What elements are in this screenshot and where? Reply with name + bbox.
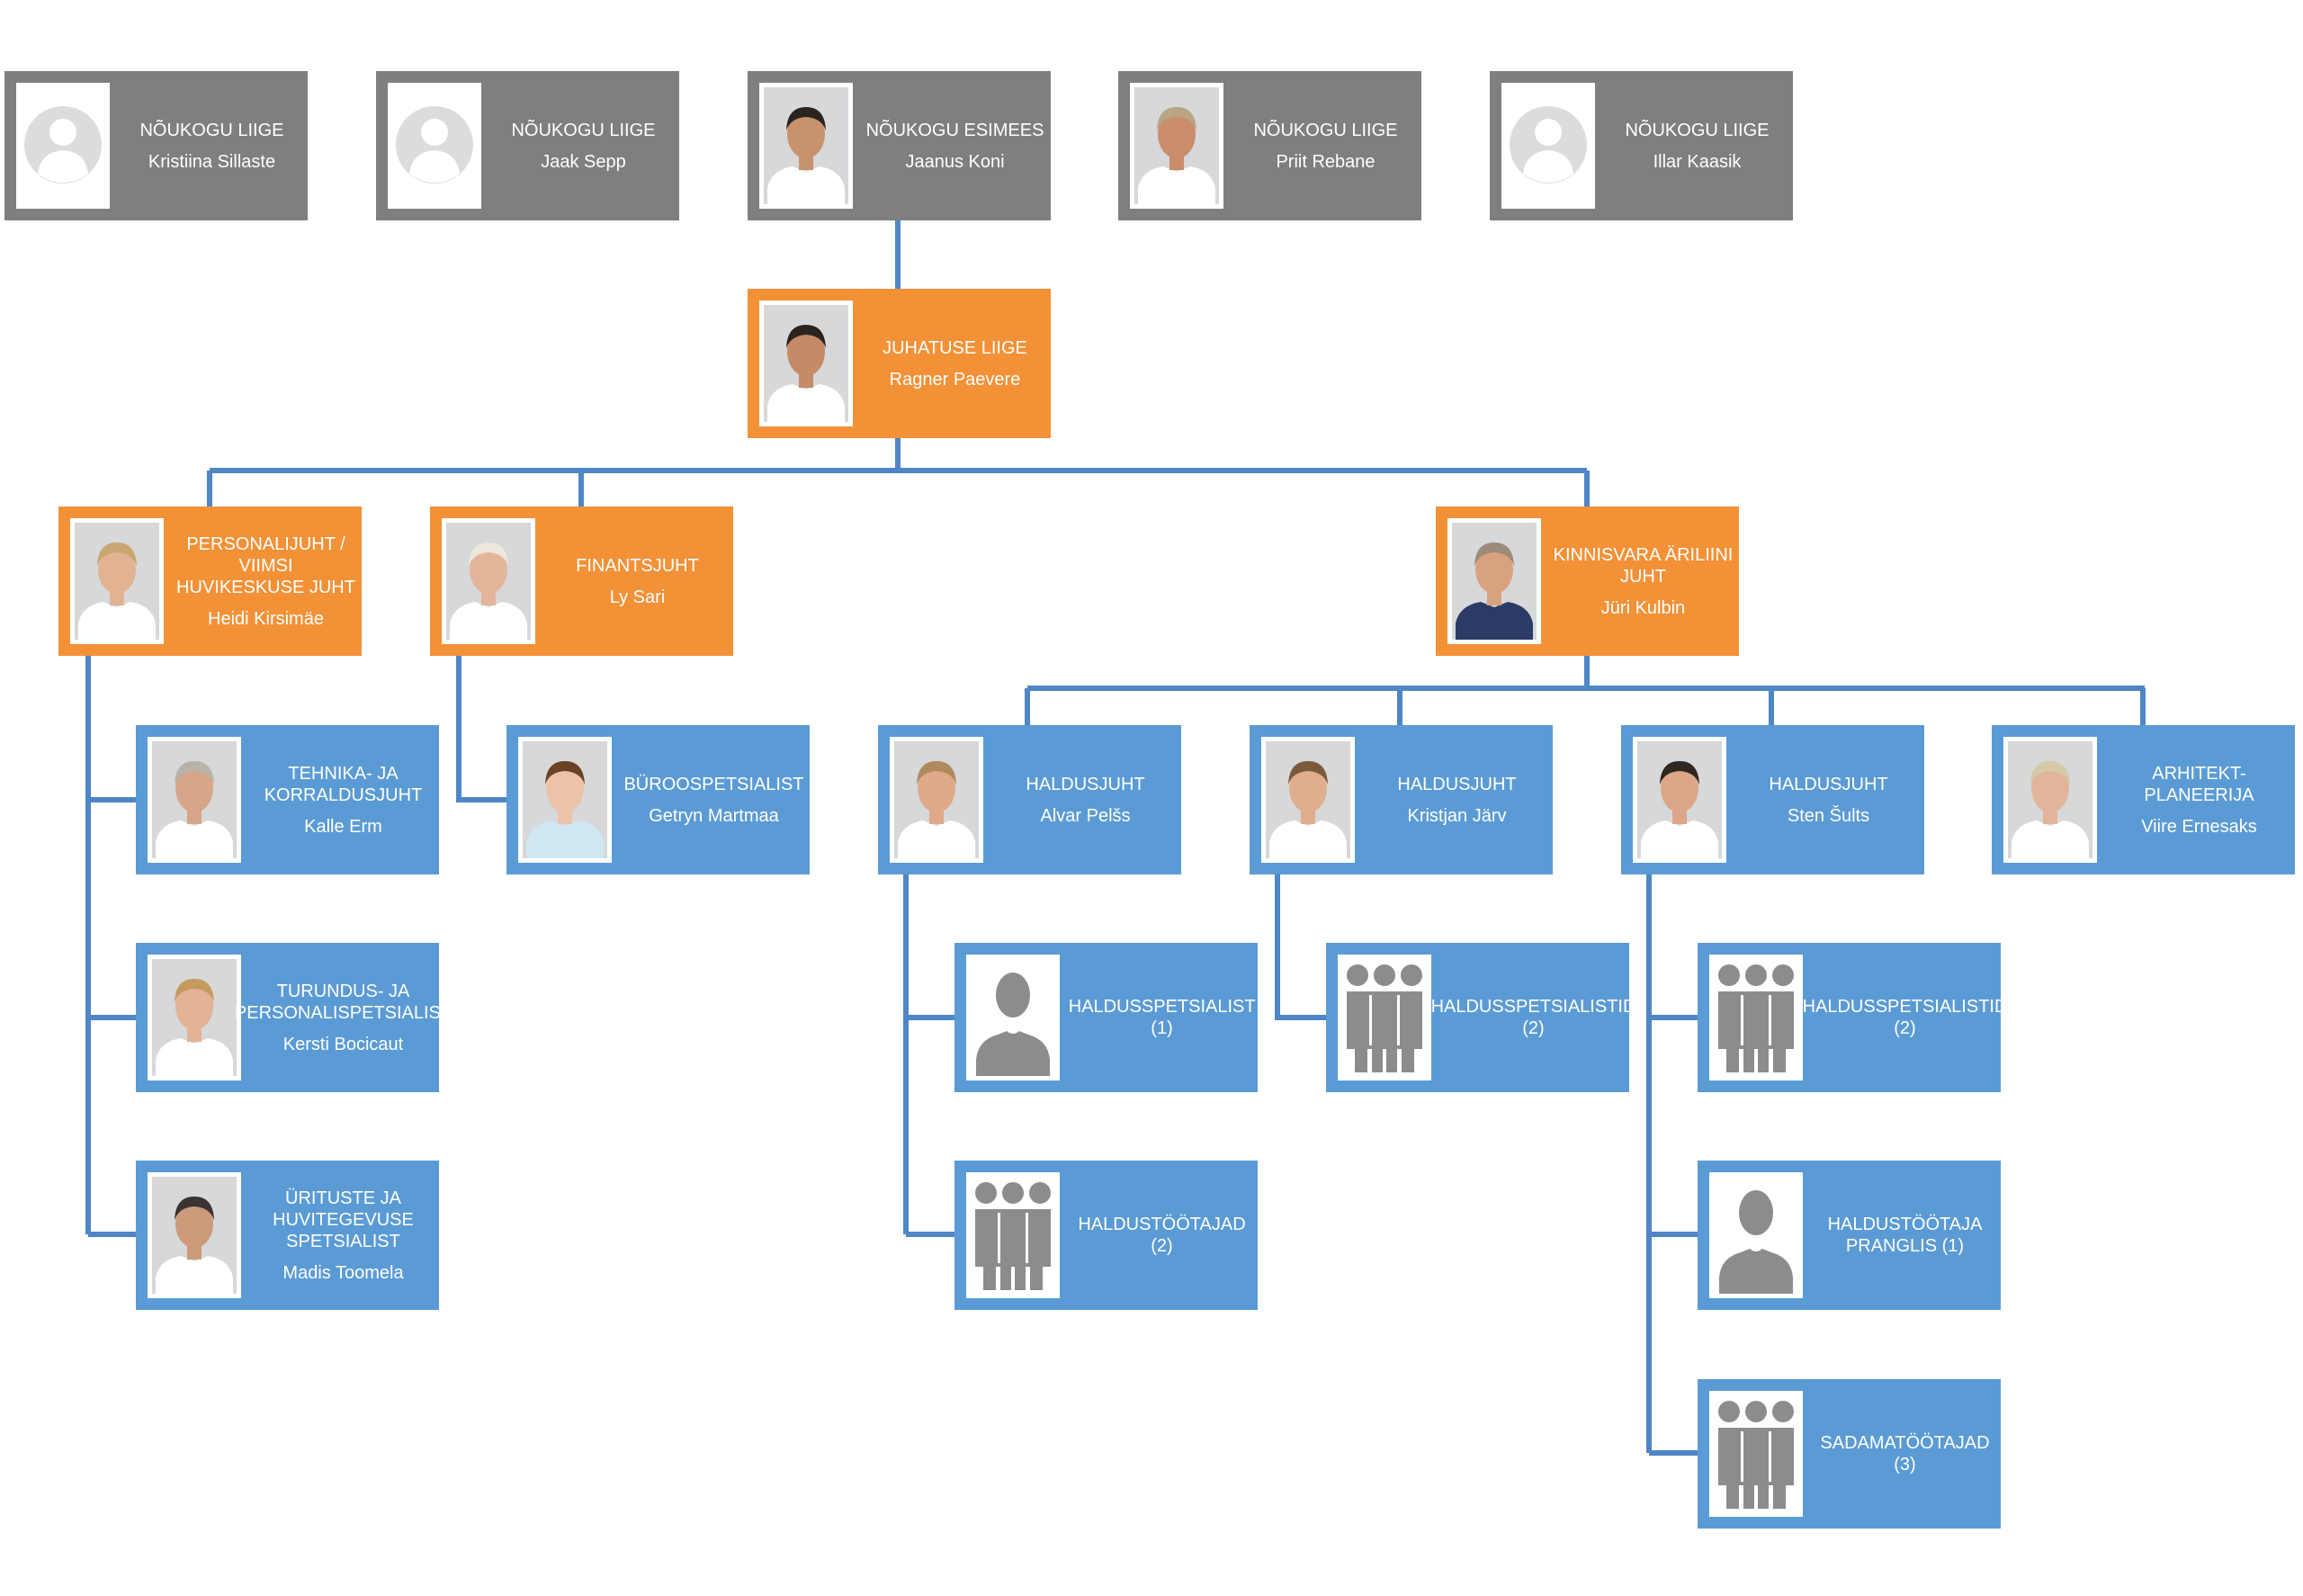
- board-chair-card: NÕUKOGU ESIMEES Jaanus Koni: [748, 71, 1051, 220]
- board-member-card: NÕUKOGU LIIGE Jaak Sepp: [376, 71, 679, 220]
- person-photo: [1261, 737, 1355, 863]
- staff-group-card: HALDUSSPETSIALIST (1): [954, 943, 1258, 1092]
- board-member-card: NÕUKOGU LIIGE Illar Kaasik: [1490, 71, 1793, 220]
- person-photo: [1633, 737, 1726, 863]
- card-name: Jaak Sepp: [541, 151, 626, 172]
- group-silhouette-icon: [966, 1172, 1060, 1298]
- card-title: PERSONALIJUHT / VIIMSI HUVIKESKUSE JUHT: [176, 533, 355, 597]
- card-title: ÜRITUSTE JA HUVITEGEVUSE SPETSIALIST: [273, 1188, 414, 1251]
- card-title: SADAMATÖÖTAJAD (3): [1820, 1433, 1990, 1475]
- person-photo: [70, 518, 164, 644]
- connector-line: [1646, 874, 1698, 1456]
- person-photo: [518, 737, 612, 863]
- connector-line: [1275, 874, 1326, 1020]
- property-manager-card: HALDUSJUHT Sten Šults: [1621, 725, 1924, 874]
- staff-card: TEHNIKA- JA KORRALDUSJUHT Kalle Erm: [136, 725, 439, 874]
- card-title: HALDUSTÖÖTAJAD (2): [1078, 1215, 1246, 1256]
- card-title: FINANTSJUHT: [576, 555, 699, 576]
- person-silhouette-icon: [966, 955, 1060, 1080]
- property-manager-card: HALDUSJUHT Alvar Pelšs: [878, 725, 1181, 874]
- card-title: ARHITEKT-PLANEERIJA: [2144, 763, 2254, 805]
- card-title: NÕUKOGU ESIMEES: [865, 120, 1044, 140]
- card-name: Kersti Bocicaut: [282, 1034, 404, 1054]
- connector-line: [903, 874, 954, 1237]
- card-name: Madis Toomela: [282, 1262, 404, 1283]
- finance-manager-card: FINANTSJUHT Ly Sari: [430, 507, 733, 656]
- person-photo: [148, 955, 241, 1080]
- person-photo: [759, 83, 853, 209]
- card-name: Jüri Kulbin: [1600, 597, 1686, 618]
- card-name: Illar Kaasik: [1653, 151, 1742, 172]
- card-name: Sten Šults: [1787, 805, 1870, 826]
- staff-card: TURUNDUS- JA PERSONALISPETSIALIST Kersti …: [136, 943, 452, 1092]
- staff-group-card: HALDUSTÖÖTAJAD (2): [954, 1161, 1258, 1310]
- card-title: BÜROOSPETSIALIST: [623, 774, 804, 794]
- person-photo: [442, 518, 535, 644]
- connector-line: [1025, 656, 2146, 725]
- card-title: HALDUSJUHT: [1769, 774, 1888, 794]
- avatar-placeholder-icon: [16, 83, 110, 209]
- person-photo: [1130, 83, 1223, 209]
- real-estate-manager-card: KINNISVARA ÄRILIINI JUHT Jüri Kulbin: [1436, 507, 1739, 656]
- person-photo: [2003, 737, 2097, 863]
- card-name: Kristjan Järv: [1407, 805, 1507, 826]
- card-name: Kristiina Sillaste: [148, 151, 276, 172]
- staff-group-card: HALDUSTÖÖTAJA PRANGLIS (1): [1698, 1161, 2001, 1310]
- card-title: NÕUKOGU LIIGE: [511, 120, 656, 140]
- staff-group-card: SADAMATÖÖTAJAD (3): [1698, 1379, 2001, 1529]
- card-title: JUHATUSE LIIGE: [883, 337, 1027, 358]
- card-title: NÕUKOGU LIIGE: [1625, 120, 1770, 140]
- staff-card: BÜROOSPETSIALIST Getryn Martmaa: [506, 725, 810, 874]
- architect-card: ARHITEKT-PLANEERIJA Viire Ernesaks: [1992, 725, 2295, 874]
- connector-line: [456, 656, 506, 802]
- card-title: NÕUKOGU LIIGE: [1253, 120, 1398, 140]
- card-name: Priit Rebane: [1276, 151, 1376, 172]
- card-title: HALDUSTÖÖTAJA PRANGLIS (1): [1827, 1215, 1983, 1256]
- property-manager-card: HALDUSJUHT Kristjan Järv: [1250, 725, 1553, 874]
- card-title: KINNISVARA ÄRILIINI JUHT: [1553, 544, 1734, 587]
- connector-line: [85, 656, 136, 1237]
- group-silhouette-icon: [1338, 955, 1431, 1080]
- staff-card: ÜRITUSTE JA HUVITEGEVUSE SPETSIALIST Madi…: [136, 1161, 439, 1310]
- card-name: Kalle Erm: [304, 816, 382, 837]
- group-silhouette-icon: [1709, 1391, 1803, 1517]
- card-title: HALDUSJUHT: [1397, 774, 1517, 794]
- card-title: HALDUSSPETSIALISTID (2): [1802, 997, 2008, 1038]
- person-photo: [148, 1172, 241, 1298]
- staff-group-card: HALDUSSPETSIALISTID (2): [1698, 943, 2007, 1092]
- card-title: TURUNDUS- JA PERSONALISPETSIALIST: [234, 981, 453, 1023]
- group-silhouette-icon: [1709, 955, 1803, 1080]
- person-photo: [1447, 518, 1541, 644]
- staff-group-card: HALDUSSPETSIALISTID (2): [1326, 943, 1635, 1092]
- connector-line: [207, 438, 1590, 507]
- avatar-placeholder-icon: [388, 83, 481, 209]
- card-name: Getryn Martmaa: [649, 805, 779, 826]
- avatar-placeholder-icon: [1501, 83, 1595, 209]
- card-title: TEHNIKA- JA KORRALDUSJUHT: [264, 763, 423, 805]
- card-name: Viire Ernesaks: [2141, 816, 2257, 837]
- card-title: HALDUSSPETSIALISTID (2): [1430, 997, 1636, 1038]
- person-silhouette-icon: [1709, 1172, 1803, 1298]
- card-title: HALDUSJUHT: [1026, 774, 1145, 794]
- card-name: Ragner Paevere: [889, 369, 1021, 390]
- board-member-card: NÕUKOGU LIIGE Priit Rebane: [1118, 71, 1421, 220]
- person-photo: [759, 300, 853, 426]
- card-name: Heidi Kirsimäe: [208, 608, 324, 629]
- card-name: Ly Sari: [609, 587, 666, 607]
- board-member-card: NÕUKOGU LIIGE Kristiina Sillaste: [4, 71, 308, 220]
- person-photo: [890, 737, 983, 863]
- person-photo: [148, 737, 241, 863]
- card-name: Alvar Pelšs: [1040, 805, 1131, 826]
- board-executive-card: JUHATUSE LIIGE Ragner Paevere: [748, 289, 1051, 438]
- card-title: NÕUKOGU LIIGE: [139, 120, 284, 140]
- hr-manager-card: PERSONALIJUHT / VIIMSI HUVIKESKUSE JUHT H…: [58, 507, 362, 656]
- card-name: Jaanus Koni: [905, 151, 1005, 172]
- card-title: HALDUSSPETSIALIST (1): [1068, 997, 1256, 1038]
